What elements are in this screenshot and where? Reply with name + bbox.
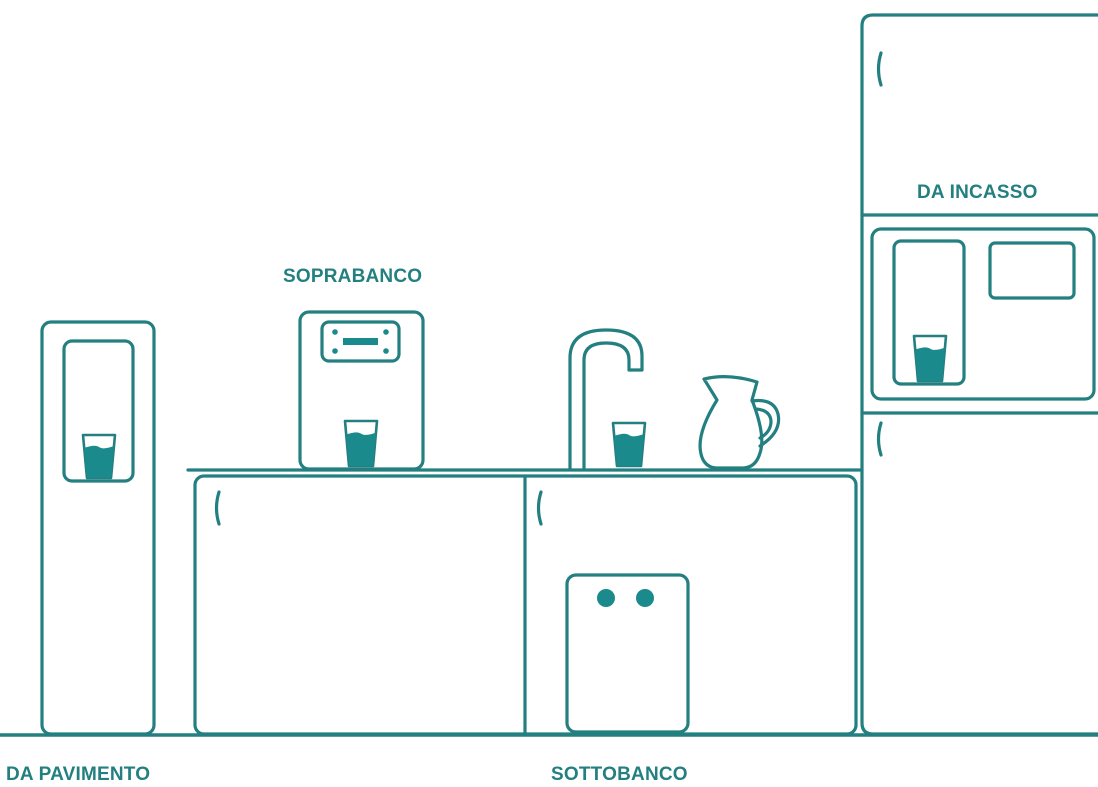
label-da-incasso: DA INCASSO [917,182,1038,204]
knob-icon [597,589,615,607]
label-sottobanco: SOTTOBANCO [551,764,688,786]
undersink-unit-icon [567,575,688,732]
screw-dot [332,329,338,335]
label-da-pavimento: DA PAVIMENTO [6,764,150,786]
display-bar [343,338,378,345]
floor-dispenser-icon [42,322,154,734]
cabinet-handle-left [217,492,220,524]
jug-icon [700,377,779,468]
knob-icon [636,589,654,607]
glass-icon [345,421,377,466]
screw-dot [383,348,389,354]
cabinet-handle-top [879,53,882,85]
label-soprabanco: SOPRABANCO [283,266,422,288]
lower-cabinets [195,476,856,734]
built-in-cabinet [862,15,1098,734]
glass-icon [83,435,115,478]
cabinet-handle-right [539,492,542,524]
built-in-dispenser-icon [872,229,1094,399]
cabinet-handle-bottom [879,423,882,455]
screw-dot [332,348,338,354]
glass-icon [914,336,946,381]
glass-icon [613,423,645,466]
screw-dot [383,329,389,335]
